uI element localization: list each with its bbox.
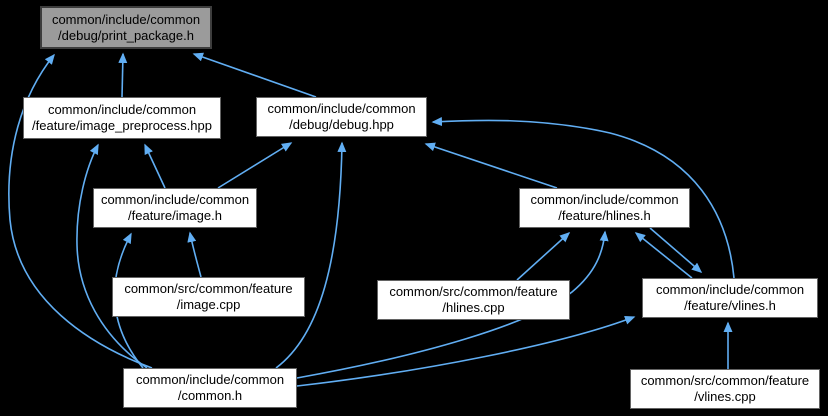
node-hlines-cpp[interactable]: common/src/common/feature /hlines.cpp [377,280,570,320]
edge-hlines-cpp-to-hlines-h [516,231,571,281]
node-label-line2: /vlines.cpp [694,389,756,404]
node-label-line1: common/include/common [47,102,197,117]
node-label-line2: /image.cpp [176,297,241,312]
node-label-line1: common/include/common [100,192,250,207]
edge-common-h-to-vlines-h [296,315,636,387]
node-vlines-cpp[interactable]: common/src/common/feature /vlines.cpp [630,369,820,409]
node-label-line1: common/include/common [267,101,416,116]
node-hlines-h[interactable]: common/include/common /feature/hlines.h [519,188,690,228]
node-label-line2: /feature/image.h [128,208,222,223]
node-image-preprocess-hpp[interactable]: common/include/common /feature/image_pre… [23,97,221,139]
node-label-line2: /feature/image_preprocess.hpp [32,118,212,133]
edge-vlines-h-to-debug-hpp [431,117,735,279]
node-debug-hpp[interactable]: common/include/common /debug/debug.hpp [256,97,427,137]
edge-common-h-to-debug-hpp [275,141,347,369]
node-label-line2: /debug/debug.hpp [289,117,394,132]
node-common-h[interactable]: common/include/common /common.h [123,368,297,408]
node-print-package-h: common/include/common /debug/print_packa… [40,6,212,49]
edge-image-h-to-image-preprocess-hpp [144,143,166,189]
node-label-line2: /feature/hlines.h [558,208,651,223]
node-label-line1: common/include/common [135,372,285,387]
node-label-line1: common/src/common/feature [389,284,558,299]
edge-image-h-to-debug-hpp [217,142,293,189]
node-label-line1: common/include/common [655,282,805,297]
node-label-line1: common/src/common/feature [124,281,293,296]
node-label-line2: /feature/vlines.h [684,298,776,313]
node-image-h[interactable]: common/include/common /feature/image.h [93,188,257,228]
node-label-line2: /hlines.cpp [442,300,505,315]
node-label-line2: /debug/print_package.h [58,27,194,43]
edge-debug-hpp-to-print-package-h [192,52,317,98]
edge-common-h-to-image-preprocess-hpp [76,143,148,369]
node-image-cpp[interactable]: common/src/common/feature /image.cpp [112,277,305,317]
node-label-line1: common/src/common/feature [640,373,810,388]
node-label-line1: common/include/common [51,11,201,27]
edge-image-preprocess-hpp-to-print-package-h [118,52,128,98]
node-label-line1: common/include/common [530,192,679,207]
edge-hlines-h-to-debug-hpp [424,142,558,189]
edge-image-cpp-to-image-h [187,231,202,278]
edge-hlines-h-to-vlines-h [649,227,703,273]
edge-vlines-h-to-hlines-h [634,232,693,279]
node-vlines-h[interactable]: common/include/common /feature/vlines.h [642,278,818,318]
node-label-line2: /common.h [177,388,243,403]
